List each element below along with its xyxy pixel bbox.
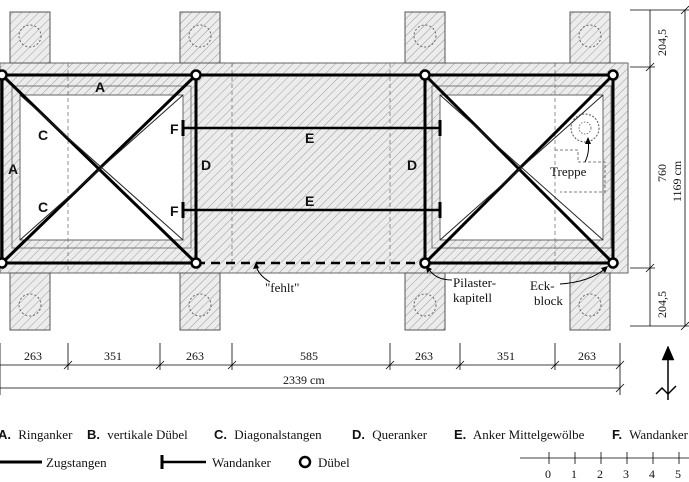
label-d-right: D bbox=[407, 157, 417, 173]
pier-circle bbox=[578, 24, 602, 48]
wall-anchors bbox=[181, 120, 442, 218]
scale-tick-0: 0 bbox=[545, 467, 551, 481]
dim-horizontal-7: 263 bbox=[578, 349, 596, 363]
thin-diagonals bbox=[19, 94, 604, 241]
pier-circle bbox=[413, 293, 437, 317]
dim-vertical-mid: 760 bbox=[655, 164, 669, 182]
horizontal-dimensions: 263 351 263 585 263 351 263 2339 cm bbox=[0, 343, 625, 395]
pier-circle bbox=[413, 24, 437, 48]
dim-horizontal-4: 585 bbox=[300, 349, 318, 363]
plan-labels: A A C C D D E E F F "fehlt" Treppe Pilas… bbox=[8, 79, 587, 308]
pier-circle bbox=[18, 24, 42, 48]
pier-bottom-2 bbox=[179, 272, 221, 331]
ring-anchor-left bbox=[0, 73, 198, 265]
legend-item-e: E. Anker Mittelgewölbe bbox=[454, 427, 585, 442]
legend-item-d: D. Queranker bbox=[352, 427, 428, 442]
pier-bottom-1 bbox=[9, 272, 51, 331]
pier-circle bbox=[18, 293, 42, 317]
dim-horizontal-2: 351 bbox=[104, 349, 122, 363]
dim-horizontal-5: 263 bbox=[415, 349, 433, 363]
dowel-marker bbox=[190, 69, 202, 81]
dowel-marker bbox=[419, 257, 431, 269]
dowel-marker bbox=[607, 257, 619, 269]
dowel-marker bbox=[0, 257, 8, 269]
label-pilaster-1: Pilaster- bbox=[453, 275, 496, 290]
scale-tick-4: 4 bbox=[649, 467, 655, 481]
label-c-upper: C bbox=[38, 127, 48, 143]
frame-left bbox=[11, 85, 192, 249]
stair-spiral bbox=[570, 113, 600, 143]
label-c-lower: C bbox=[38, 199, 48, 215]
label-pilaster-2: kapitell bbox=[453, 290, 492, 305]
label-f-lower: F bbox=[170, 203, 179, 219]
label-missing: "fehlt" bbox=[265, 280, 299, 295]
dim-horizontal-3: 263 bbox=[186, 349, 204, 363]
dowel-marker bbox=[419, 69, 431, 81]
arrow-heads bbox=[253, 137, 608, 273]
pier-circle bbox=[578, 293, 602, 317]
diagonal-rod bbox=[423, 73, 615, 265]
label-eckblock-1: Eck- bbox=[530, 278, 555, 293]
wandanker-symbol bbox=[160, 455, 206, 469]
staircase bbox=[555, 113, 606, 193]
scale-tick-1: 1 bbox=[571, 467, 577, 481]
pier-bottom-4 bbox=[569, 272, 611, 331]
duebel-label: Dübel bbox=[318, 455, 350, 470]
duebel-symbol-icon bbox=[298, 455, 312, 469]
label-a-top: A bbox=[95, 79, 105, 95]
frame-right bbox=[431, 85, 612, 249]
vertical-dimensions: 204,5 760 1169 cm 204,5 bbox=[630, 5, 689, 331]
label-d-left: D bbox=[201, 157, 211, 173]
tie-rods bbox=[0, 73, 615, 265]
scale-tick-5: 5 bbox=[675, 467, 681, 481]
dim-horizontal-1: 263 bbox=[24, 349, 42, 363]
legend: A. Ringanker B. vertikale Dübel C. Diago… bbox=[0, 427, 689, 481]
ring-anchor-right bbox=[423, 73, 615, 265]
label-stairs: Treppe bbox=[550, 164, 587, 179]
pier-top-4 bbox=[569, 11, 611, 64]
pier-bottom-3 bbox=[404, 272, 446, 331]
dowel-marker bbox=[607, 69, 619, 81]
label-eckblock-2: block bbox=[534, 293, 563, 308]
dim-vertical-bottom: 204,5 bbox=[655, 291, 669, 318]
stair-spiral-inner bbox=[578, 121, 592, 135]
wandanker-label: Wandanker bbox=[212, 455, 272, 470]
pier-top-2 bbox=[179, 11, 221, 64]
label-f-upper: F bbox=[170, 121, 179, 137]
pier-top-1 bbox=[9, 11, 51, 64]
pier-circle bbox=[188, 24, 212, 48]
legend-item-a: A. Ringanker bbox=[0, 427, 73, 442]
scale-bar bbox=[520, 452, 689, 464]
dowel-marker bbox=[190, 257, 202, 269]
dim-vertical-top: 204,5 bbox=[655, 29, 669, 56]
pier-circle bbox=[188, 293, 212, 317]
dowels bbox=[0, 69, 619, 269]
label-e-lower: E bbox=[305, 193, 314, 209]
legend-item-c: C. Diagonalstangen bbox=[214, 427, 322, 442]
scale-tick-3: 3 bbox=[623, 467, 629, 481]
diagonal-rod bbox=[0, 73, 198, 265]
zugstangen-label: Zugstangen bbox=[46, 455, 107, 470]
dim-total-length: 2339 cm bbox=[283, 373, 325, 387]
label-a-left: A bbox=[8, 161, 18, 177]
dim-vertical-total: 1169 cm bbox=[670, 160, 684, 202]
label-e-upper: E bbox=[305, 130, 314, 146]
dim-horizontal-6: 351 bbox=[497, 349, 515, 363]
scale-tick-2: 2 bbox=[597, 467, 603, 481]
dowel-marker bbox=[0, 69, 8, 81]
north-arrow-icon bbox=[655, 345, 677, 400]
legend-item-f: F. Wandanker bbox=[612, 427, 689, 442]
pier-top-3 bbox=[404, 11, 446, 64]
legend-item-b: B. vertikale Dübel bbox=[87, 427, 188, 442]
